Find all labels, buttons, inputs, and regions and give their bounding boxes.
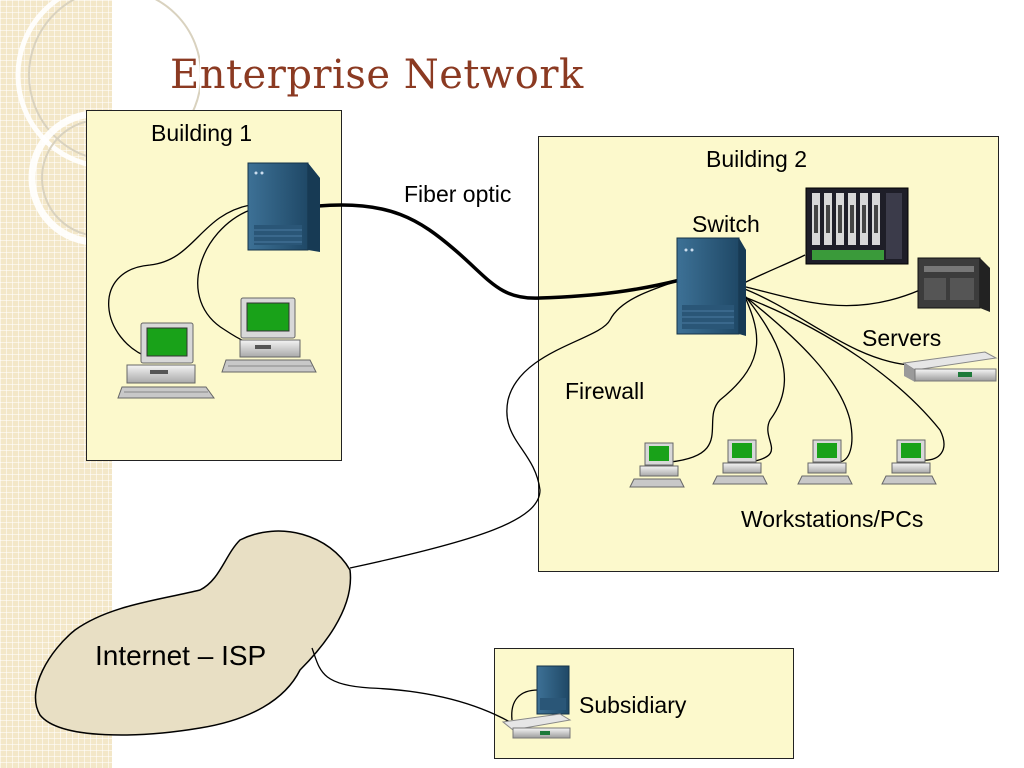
switch-label: Switch — [692, 211, 760, 237]
servers-label: Servers — [862, 325, 942, 351]
cable-switch-rack — [741, 285, 921, 307]
cable-subsidiary-switch — [511, 689, 539, 721]
building2-switch-icon — [676, 237, 746, 336]
workstation-1-icon — [629, 442, 685, 488]
workstations-label: Workstations/PCs — [741, 506, 924, 532]
subsidiary-switch-icon — [536, 665, 570, 715]
building1-label: Building 1 — [151, 120, 253, 146]
workstation-3-icon — [797, 439, 853, 485]
building1-pc1-icon — [117, 322, 215, 399]
rack-server-icon — [917, 257, 990, 312]
cable-switch-server — [741, 287, 911, 366]
cable-switch-blade — [741, 254, 806, 285]
internet-label: Internet – ISP — [95, 640, 267, 671]
fiber-optic-cable — [317, 203, 681, 300]
fiber-optic-label: Fiber optic — [404, 181, 512, 207]
cable-switch-pc4 — [741, 295, 945, 461]
blade-server-icon — [805, 187, 909, 265]
subsidiary-router-icon — [501, 713, 572, 739]
cable-switch-pc1 — [669, 289, 758, 463]
internet-cloud — [34, 530, 352, 736]
firewall-label: Firewall — [565, 378, 645, 404]
building1-pc2-icon — [221, 297, 317, 373]
subsidiary-label: Subsidiary — [579, 692, 687, 718]
workstation-4-icon — [881, 439, 937, 485]
workstation-2-icon — [712, 439, 768, 485]
cable-internet-subsidiary — [311, 647, 511, 723]
page-title: Enterprise Network — [170, 52, 584, 98]
server-unit-icon — [902, 351, 998, 382]
cable-switch-pc3 — [741, 293, 853, 463]
building2-label: Building 2 — [706, 146, 808, 172]
building1-switch-icon — [247, 162, 320, 252]
cable-b1-pc1 — [108, 204, 251, 359]
cable-switch-internet — [349, 279, 681, 569]
building-2-box — [538, 136, 999, 572]
cable-switch-pc2 — [741, 291, 786, 463]
